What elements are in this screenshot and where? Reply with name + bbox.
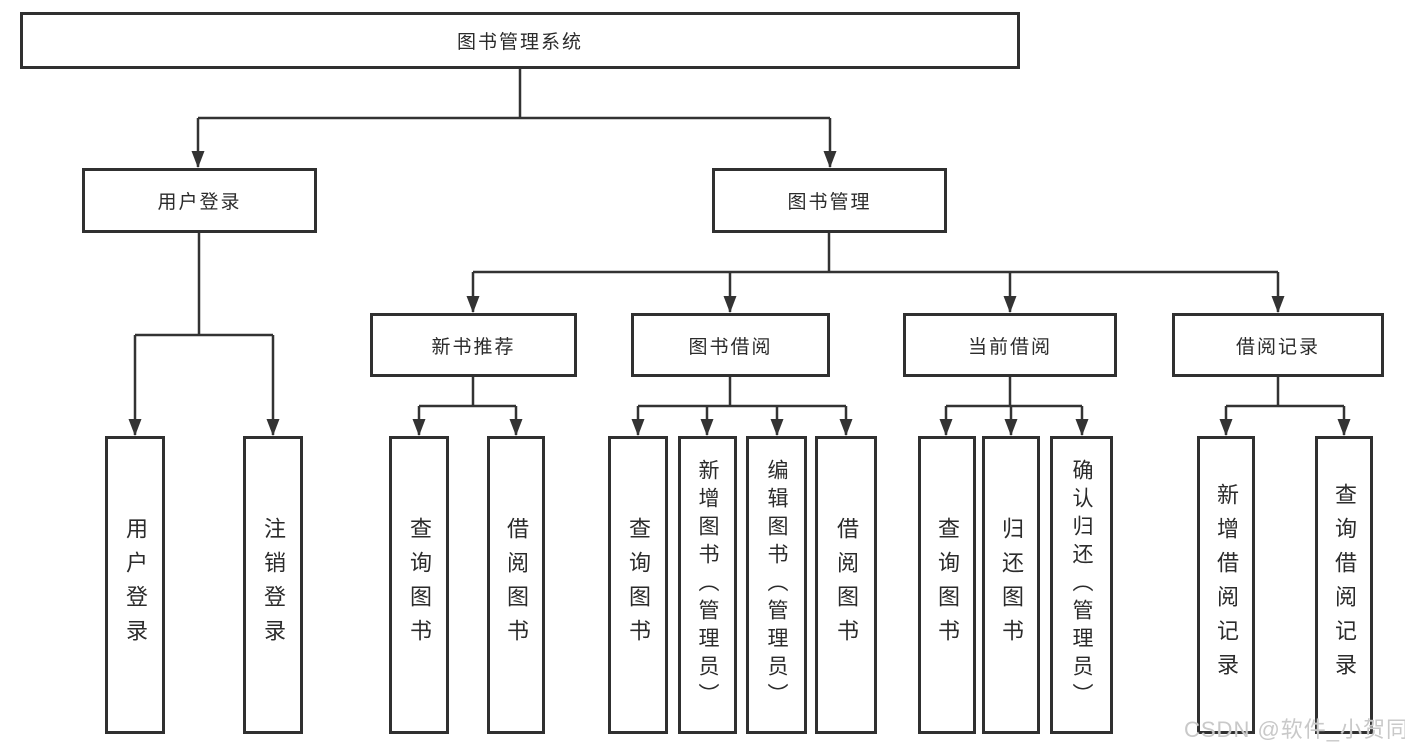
watermark: CSDN @软件_小贺同学 [1184, 717, 1405, 742]
leaf-borrow-books: 借阅图书 [815, 436, 877, 734]
leaf-confirm-return-admin: 确认归还（管理员） [1050, 436, 1113, 734]
leaf-query-books-borrow-label: 查询图书 [626, 517, 651, 653]
node-user-login: 用户登录 [82, 168, 317, 233]
node-user-login-label: 用户登录 [157, 192, 242, 213]
node-book-management: 图书管理 [712, 168, 947, 233]
leaf-return-book: 归还图书 [982, 436, 1040, 734]
leaf-borrow-books-recommend-label: 借阅图书 [504, 517, 529, 653]
leaf-borrow-books-label: 借阅图书 [834, 517, 859, 653]
leaf-logout-label: 注销登录 [261, 517, 286, 653]
leaf-confirm-return-admin-label: 确认归还（管理员） [1070, 459, 1093, 711]
node-new-book-recommendation-label: 新书推荐 [431, 336, 516, 358]
leaf-edit-book-admin: 编辑图书（管理员） [746, 436, 807, 734]
leaf-user-login-label: 用户登录 [123, 517, 148, 653]
leaf-add-book-admin: 新增图书（管理员） [678, 436, 737, 734]
node-book-borrowing-label: 图书借阅 [688, 336, 773, 358]
leaf-query-books-recommend: 查询图书 [389, 436, 449, 734]
leaf-borrow-books-recommend: 借阅图书 [487, 436, 545, 734]
leaf-add-book-admin-label: 新增图书（管理员） [696, 459, 719, 711]
node-current-borrowing-label: 当前借阅 [967, 336, 1052, 358]
node-book-borrowing: 图书借阅 [631, 313, 830, 377]
leaf-add-borrow-record-label: 新增借阅记录 [1214, 483, 1239, 687]
node-book-management-label: 图书管理 [787, 192, 872, 213]
leaf-user-login: 用户登录 [105, 436, 165, 734]
node-library-system-label: 图书管理系统 [456, 32, 583, 53]
node-borrowing-records-label: 借阅记录 [1235, 336, 1320, 358]
leaf-query-books-borrow: 查询图书 [608, 436, 668, 734]
node-new-book-recommendation: 新书推荐 [370, 313, 577, 377]
leaf-edit-book-admin-label: 编辑图书（管理员） [765, 459, 788, 711]
leaf-logout: 注销登录 [243, 436, 303, 734]
node-borrowing-records: 借阅记录 [1172, 313, 1384, 377]
leaf-query-books-current: 查询图书 [918, 436, 976, 734]
leaf-return-book-label: 归还图书 [999, 517, 1024, 653]
node-current-borrowing: 当前借阅 [903, 313, 1117, 377]
leaf-query-books-recommend-label: 查询图书 [407, 517, 432, 653]
leaf-query-books-current-label: 查询图书 [935, 517, 960, 653]
node-library-system: 图书管理系统 [20, 12, 1020, 69]
leaf-query-borrow-record-label: 查询借阅记录 [1332, 483, 1357, 687]
leaf-add-borrow-record: 新增借阅记录 [1197, 436, 1255, 734]
leaf-query-borrow-record: 查询借阅记录 [1315, 436, 1373, 734]
